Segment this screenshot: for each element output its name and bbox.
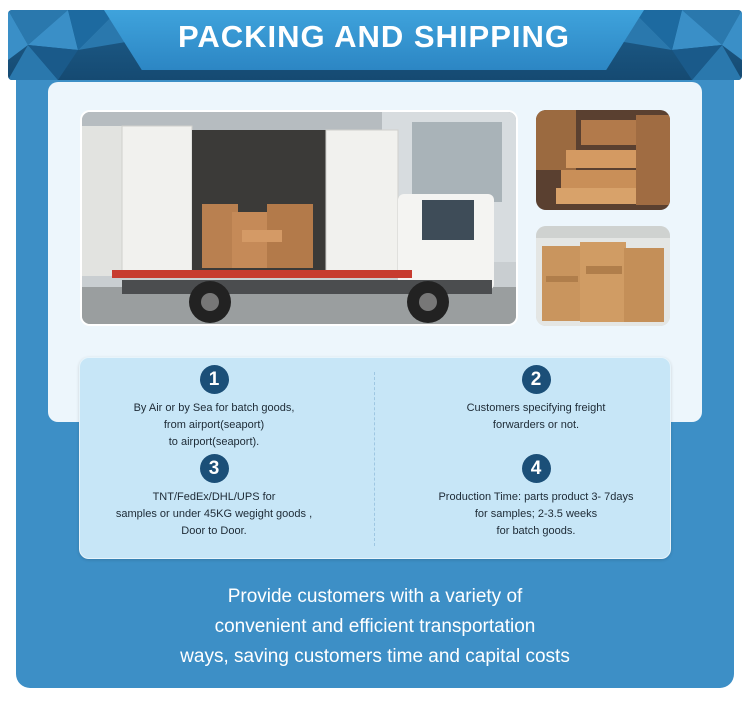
option-number-badge: 4 [521, 454, 551, 483]
option-description: Customers specifying freight forwarders … [466, 402, 606, 431]
page-title: PACKING AND SHIPPING [177, 19, 571, 54]
option-1: 1 By Air or by Sea for batch goods, from… [64, 365, 364, 451]
option-2: 2 Customers specifying freight forwarder… [386, 365, 686, 434]
option-number-badge: 2 [521, 365, 551, 394]
option-description: Production Time: parts product 3- 7days … [438, 491, 634, 537]
option-number-badge: 1 [199, 365, 229, 394]
footer-tagline: Provide customers with a variety of conv… [180, 586, 570, 667]
option-4: 4 Production Time: parts product 3- 7day… [386, 454, 686, 540]
option-3: 3 TNT/FedEx/DHL/UPS for samples or under… [64, 454, 364, 540]
truck-illustration [82, 112, 516, 324]
option-number-badge: 3 [199, 454, 229, 483]
cartons-photo-bottom [536, 226, 670, 326]
card-divider [374, 372, 375, 546]
cartons-illustration-bottom [536, 226, 670, 326]
title-bar [104, 10, 644, 70]
option-description: By Air or by Sea for batch goods, from a… [133, 402, 295, 448]
cartons-photo-top [536, 110, 670, 210]
shipping-options-card [79, 357, 671, 559]
cartons-illustration-top [536, 110, 670, 210]
header-banner [8, 10, 742, 80]
truck-photo [80, 110, 518, 326]
decorative-pattern-right [612, 10, 742, 80]
option-description: TNT/FedEx/DHL/UPS for samples or under 4… [115, 491, 313, 537]
